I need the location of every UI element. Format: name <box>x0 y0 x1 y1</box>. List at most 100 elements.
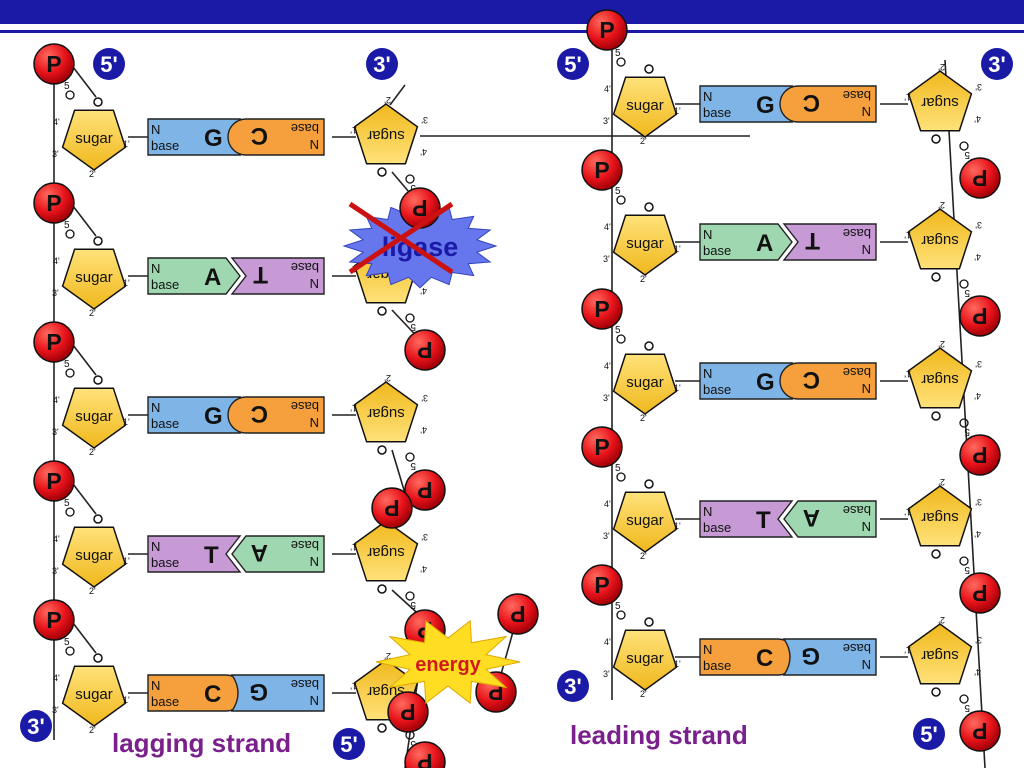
lagging-5prime-badge: 5' <box>333 728 365 760</box>
nitrogen-label: N <box>310 415 319 430</box>
carbon-label: 4' <box>974 667 981 677</box>
carbon-label: 4' <box>974 114 981 124</box>
carbon-link <box>65 646 75 656</box>
nitrogen-label: N <box>310 554 319 569</box>
nitrogen-label: N <box>703 366 712 381</box>
phosphate: P <box>404 741 446 768</box>
right-complement-5prime-badge: 5' <box>913 718 945 750</box>
carbon-label: 2' <box>384 651 391 661</box>
phosphate-circle <box>33 182 75 224</box>
badge-circle <box>557 48 589 80</box>
phosphate-label: P <box>972 303 987 329</box>
phosphate-circle <box>959 434 1001 476</box>
sugar-ring <box>612 76 678 138</box>
nitrogen-label: N <box>703 642 712 657</box>
sugar-ring <box>353 103 419 165</box>
carbon-label: 4' <box>53 534 60 544</box>
carbon-label: 5 <box>964 149 970 160</box>
base-g <box>230 674 325 712</box>
nitrogen-label: N <box>703 89 712 104</box>
carbon-label: 4' <box>420 286 427 296</box>
sugar-ring <box>61 109 127 171</box>
base-label: base <box>843 365 871 380</box>
carbon-label: 5 <box>615 48 621 59</box>
nitrogen-label: N <box>151 261 160 276</box>
base-letter: G <box>204 403 223 430</box>
sugar-ring <box>907 623 973 685</box>
carbon-label: 5 <box>964 702 970 713</box>
sugar-label: sugar <box>75 547 113 564</box>
sugar-label: sugar <box>75 130 113 147</box>
carbon-label: 5 <box>64 359 70 370</box>
leading-strand-label: leading strand <box>570 720 748 750</box>
carbon-label: 3' <box>421 532 428 542</box>
phosphate-circle <box>959 157 1001 199</box>
phosphate: P <box>399 187 441 229</box>
base-letter: T <box>756 507 771 534</box>
phosphate-circle <box>581 149 623 191</box>
base-a <box>783 500 877 538</box>
base-label: base <box>151 138 179 153</box>
ring-oxygen <box>377 723 387 733</box>
badge-circle <box>913 718 945 750</box>
nitrogen-label: N <box>310 276 319 291</box>
badge-label: 3' <box>373 52 390 77</box>
sugar-ring <box>61 526 127 588</box>
carbon-label: 5 <box>964 426 970 437</box>
carbon-label: 1' <box>904 369 911 379</box>
carbon-link <box>65 90 75 100</box>
sugar-label: sugar <box>626 97 664 114</box>
base-label: base <box>291 399 319 414</box>
sugar-label: sugar <box>75 686 113 703</box>
carbon-label: 1' <box>904 92 911 102</box>
carbon-label: 5 <box>64 220 70 231</box>
nitrogen-label: N <box>862 242 871 257</box>
base-t <box>699 500 794 538</box>
sugar-label: sugar <box>367 405 405 422</box>
sugar-label: sugar <box>626 374 664 391</box>
ring-oxygen <box>377 445 387 455</box>
nitrogen-label: N <box>151 678 160 693</box>
badge-label: 3' <box>564 674 581 699</box>
base-label: base <box>291 677 319 692</box>
badge-label: 3' <box>27 714 44 739</box>
carbon-label: 5 <box>964 287 970 298</box>
sugar-label: sugar <box>626 512 664 529</box>
carbon-link <box>405 313 415 323</box>
right-complement-backbone <box>944 59 986 768</box>
base-label: base <box>703 382 731 397</box>
badge-circle <box>333 728 365 760</box>
ring-oxygen <box>644 341 654 351</box>
phosphate-circle <box>404 469 446 511</box>
energy-label: energy <box>415 654 481 676</box>
sugar-ring <box>907 485 973 547</box>
base-c <box>779 85 877 123</box>
phosphate-label: P <box>972 580 987 606</box>
badge-label: 5' <box>100 52 117 77</box>
badge-circle <box>981 48 1013 80</box>
badge-label: 3' <box>988 52 1005 77</box>
phosphate: P <box>497 593 539 635</box>
sugar-label: sugar <box>921 509 959 526</box>
carbon-link <box>959 279 969 289</box>
carbon-label: 1' <box>123 417 130 427</box>
phosphate-label: P <box>594 157 609 183</box>
carbon-label: 4' <box>420 147 427 157</box>
base-letter: T <box>805 227 820 254</box>
base-letter: C <box>803 366 820 393</box>
nitrogen-label: N <box>703 504 712 519</box>
carbon-link <box>959 418 969 428</box>
carbon-label: 5 <box>615 463 621 474</box>
carbon-label: 4' <box>53 256 60 266</box>
sugar-ring <box>612 353 678 415</box>
base-letter: G <box>801 642 820 669</box>
